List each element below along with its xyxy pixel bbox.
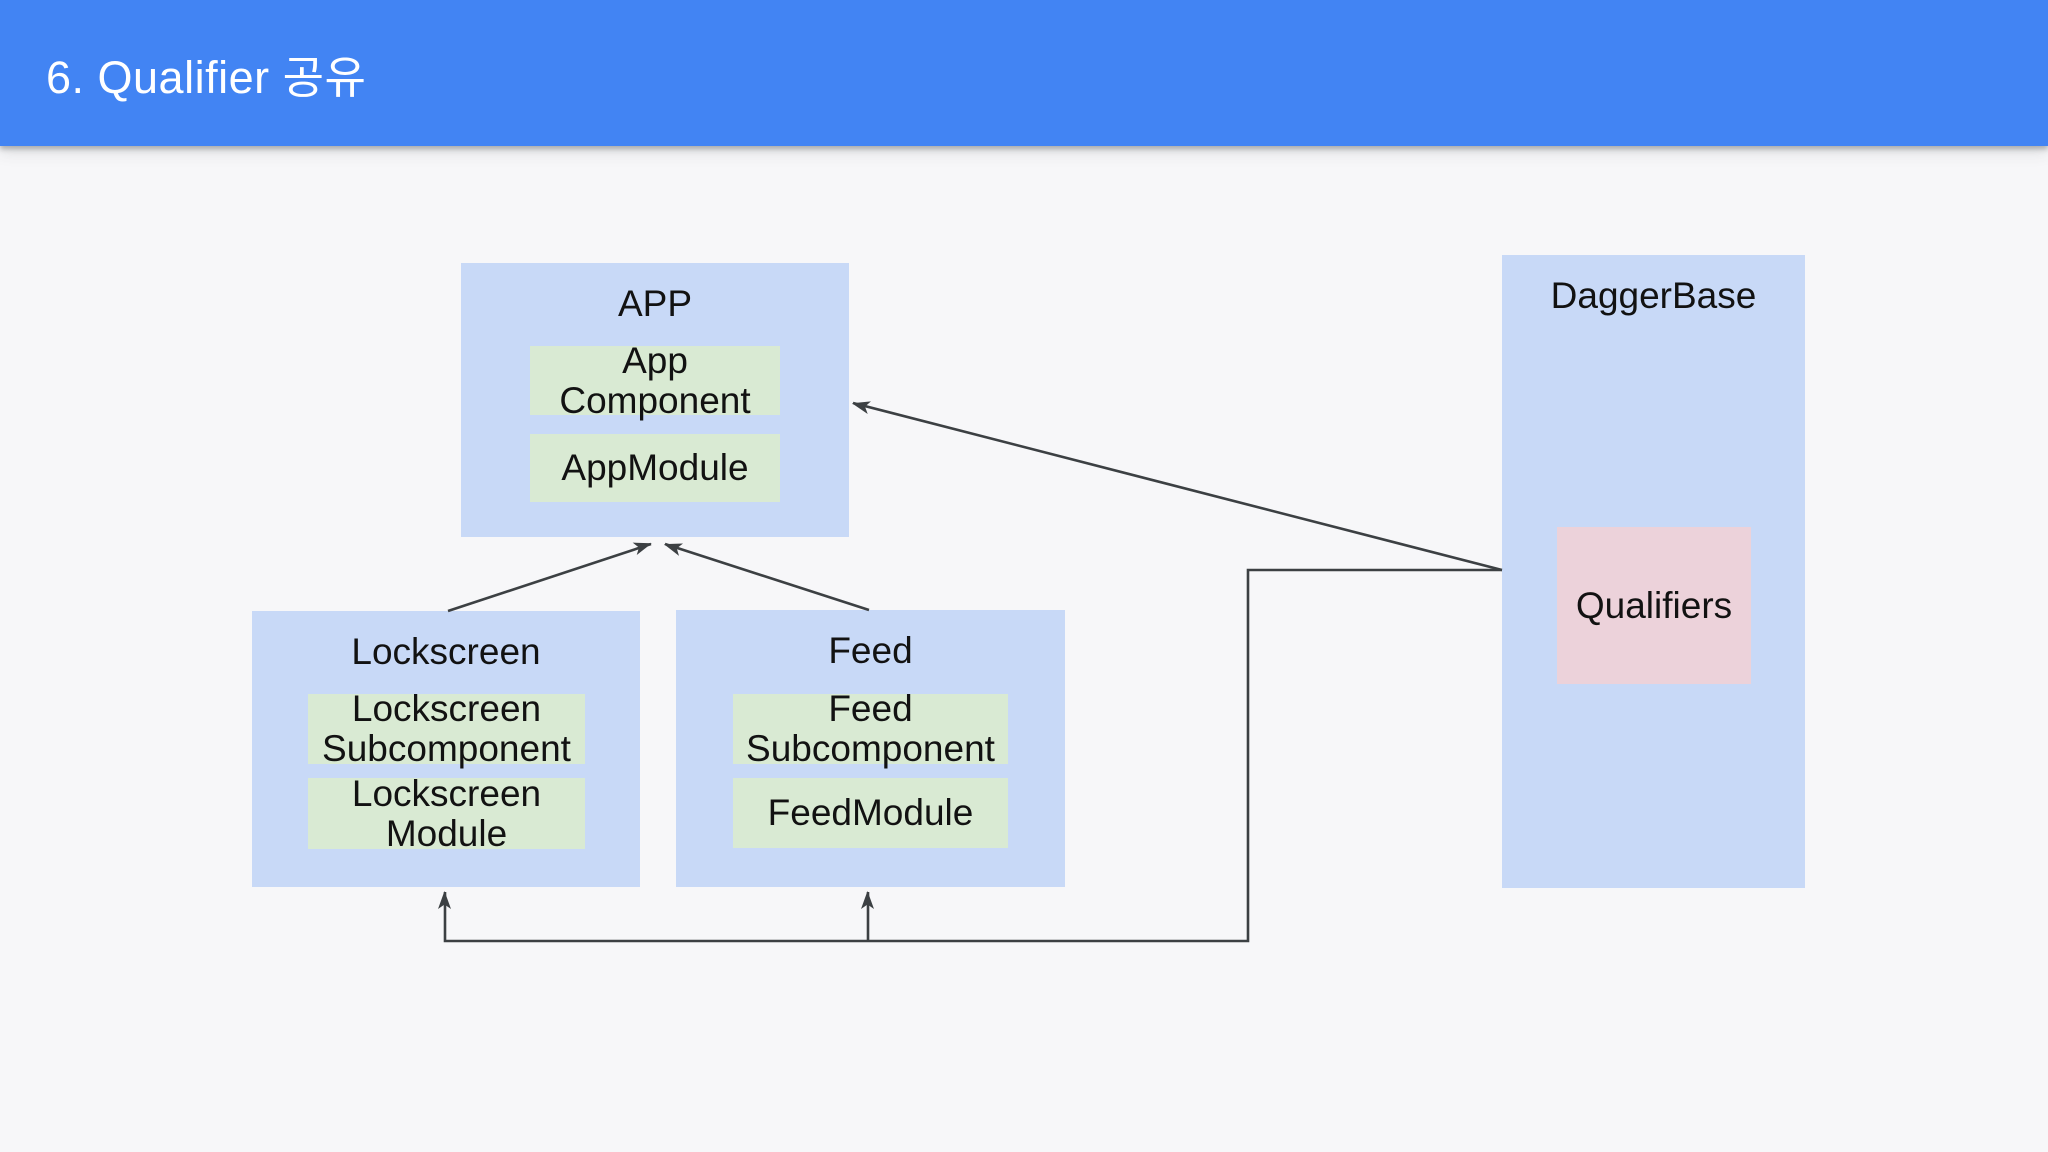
chip-feed-subcomponent: Feed Subcomponent <box>733 689 1008 768</box>
node-app: APP App Component AppModule <box>461 263 849 537</box>
slide-header: 6. Qualifier 공유 <box>0 0 2048 146</box>
node-app-title: APP <box>617 283 693 324</box>
node-feed-title: Feed <box>828 630 913 671</box>
chip-lockscreen-subcomponent: Lockscreen Subcomponent <box>308 689 585 768</box>
node-lockscreen: Lockscreen Lockscreen Subcomponent Locks… <box>252 611 640 887</box>
chip-app-component: App Component <box>530 340 780 420</box>
arrow-feed-to-app <box>663 542 870 612</box>
node-daggerbase: DaggerBase Qualifiers <box>1502 255 1805 888</box>
node-daggerbase-title: DaggerBase <box>1550 275 1757 316</box>
node-lockscreen-title: Lockscreen <box>351 631 541 672</box>
chip-app-module: AppModule <box>530 434 780 502</box>
chip-feed-module: FeedModule <box>733 778 1008 848</box>
slide-title: 6. Qualifier 공유 <box>46 51 367 103</box>
arrow-daggerbase-to-app <box>851 401 1503 572</box>
chip-qualifiers: Qualifiers <box>1557 527 1751 684</box>
arrow-lockscreen-to-app <box>447 542 652 613</box>
chip-lockscreen-module: Lockscreen Module <box>308 773 585 853</box>
node-feed: Feed Feed Subcomponent FeedModule <box>676 610 1065 887</box>
